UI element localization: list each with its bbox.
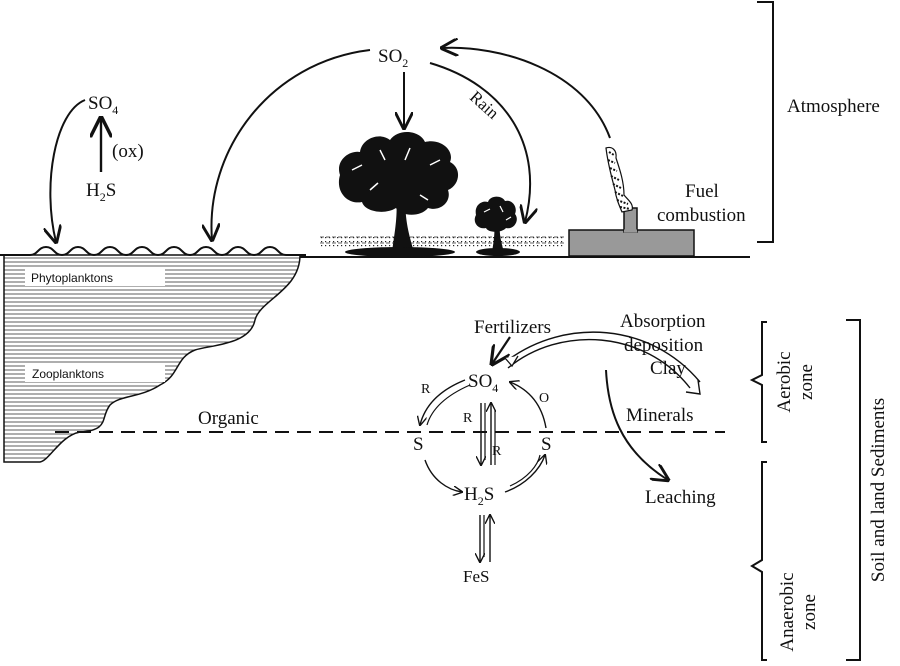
deposition-label: deposition [624, 335, 704, 356]
aerobic-label: Aerobic [774, 351, 795, 412]
ox-label: (ox) [112, 141, 144, 162]
large-tree-icon [338, 131, 459, 257]
combustion-label: combustion [657, 205, 746, 226]
s-left-label: S [413, 434, 424, 455]
o-label: O [539, 391, 549, 406]
so2-label: SO2 [378, 46, 408, 70]
r-mid2-label: R [492, 444, 502, 459]
h2s-soil-label: H2S [464, 484, 494, 508]
small-tree-icon [474, 196, 520, 256]
fuel-label: Fuel [685, 181, 719, 202]
aerobic-bracket [749, 321, 767, 443]
leaching-arrow [605, 369, 668, 480]
rain-label: Rain [466, 87, 503, 123]
smoke-icon [605, 146, 633, 213]
anaerobic-zone-label: zone [799, 594, 820, 630]
h2s-to-s-arrow [504, 455, 545, 493]
anaerobic-bracket [750, 461, 767, 661]
water-body [3, 254, 301, 463]
so2-to-ocean-arrow [211, 49, 371, 240]
minerals-label: Minerals [626, 405, 694, 426]
so4-to-ocean-arrow [50, 99, 86, 242]
phytoplankton-label: Phytoplanktons [31, 271, 113, 285]
soil-outer-bracket [846, 319, 861, 661]
rain-arrow [429, 62, 530, 222]
absorption-band [507, 331, 701, 389]
fes-label: FeS [463, 567, 489, 586]
soil-sediments-label: Soil and land Sediments [868, 398, 889, 582]
leaching-label: Leaching [645, 487, 716, 508]
water-surface [0, 245, 306, 257]
so4-soil-label: SO4 [468, 371, 498, 395]
zoo-label-bg [25, 364, 165, 382]
s-right-label: S [541, 434, 552, 455]
s-to-so4-arrow [510, 382, 547, 429]
r-mid1-label: R [463, 411, 473, 426]
atmosphere-bracket [757, 1, 774, 243]
so4-atmos-label: SO4 [88, 93, 118, 117]
absorption-label: Absorption [620, 311, 706, 332]
zooplankton-label: Zooplanktons [32, 367, 104, 381]
h2s-atmos-label: H2S [86, 180, 116, 204]
factory-icon [568, 207, 695, 257]
s-to-h2s-arrow [424, 459, 462, 492]
organic-label: Organic [198, 408, 259, 429]
smoke-to-so2-arrow [442, 48, 611, 139]
fertilizers-label: Fertilizers [474, 317, 551, 338]
aerobic-zone-label: zone [796, 364, 817, 400]
fertilizer-arrow [492, 336, 511, 364]
anaerobic-label: Anaerobic [777, 572, 798, 651]
phyto-label-bg [25, 268, 165, 286]
clay-label: Clay [650, 358, 686, 379]
r-left-label: R [421, 382, 431, 397]
atmosphere-label: Atmosphere [787, 96, 880, 117]
so4-to-s-arrow [420, 379, 466, 425]
